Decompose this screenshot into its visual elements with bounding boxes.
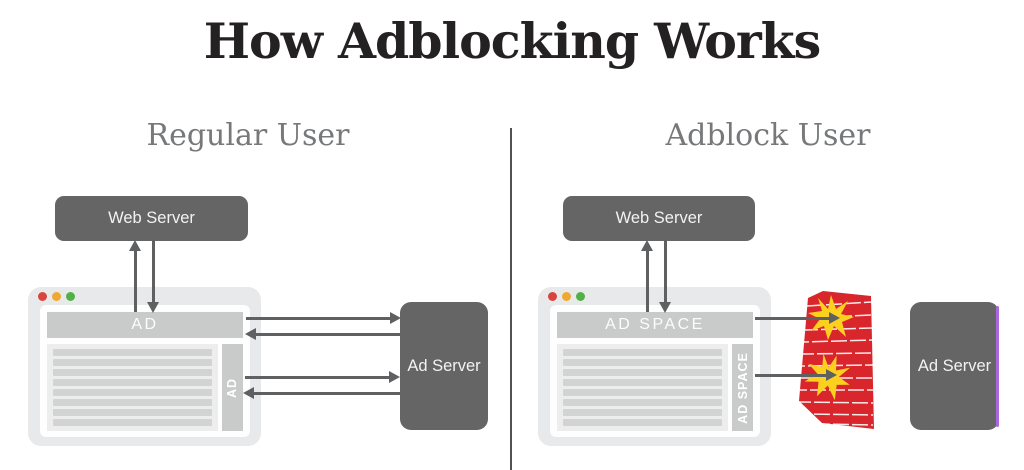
ad-server-purple-edge [996,306,999,427]
ad-server-box-regular: Ad Server [400,302,488,430]
content-line [563,369,722,376]
content-line [563,359,722,366]
content-line [563,389,722,396]
content-line [53,389,212,396]
content-line [563,419,722,426]
page-content-lines [557,344,728,431]
panel-divider [510,128,512,470]
content-line [53,409,212,416]
browser-window-regular: AD AD [28,287,261,446]
arrow-ad-request-top-regular [246,312,401,324]
browser-viewport: AD SPACE AD SPACE [550,305,760,437]
brick-wall-icon [798,291,874,429]
ad-server-box-adblock: Ad Server [910,302,999,430]
page-content-lines [47,344,218,431]
window-dot-red-icon [38,292,47,301]
window-dot-yellow-icon [52,292,61,301]
window-dot-green-icon [576,292,585,301]
regular-user-heading: Regular User [146,118,350,153]
content-line [53,359,212,366]
window-dot-yellow-icon [562,292,571,301]
browser-window-adblock: AD SPACE AD SPACE [538,287,771,446]
content-line [563,349,722,356]
side-ad-space-adblock: AD SPACE [732,344,753,431]
top-ad-banner-regular: AD [47,312,243,338]
side-ad-space-label: AD SPACE [735,351,750,424]
page-title: How Adblocking Works [203,12,821,70]
content-line [53,399,212,406]
content-line [53,369,212,376]
content-line [563,399,722,406]
arrow-request-to-webserver-regular [129,240,141,312]
window-dot-green-icon [66,292,75,301]
arrow-response-to-browser-adblock [659,240,671,313]
side-ad-banner-regular: AD [222,344,243,431]
adblock-user-heading: Adblock User [665,118,871,153]
content-line [563,379,722,386]
web-server-box-regular: Web Server [55,196,248,241]
content-line [53,349,212,356]
top-ad-space-adblock: AD SPACE [557,312,753,338]
web-server-box-adblock: Web Server [563,196,755,241]
arrow-blocked-request-side [755,369,837,381]
browser-viewport: AD AD [40,305,250,437]
arrow-ad-response-top-regular [245,328,400,340]
content-line [563,409,722,416]
arrow-ad-request-side-regular [245,371,400,383]
window-dot-red-icon [548,292,557,301]
arrow-response-to-browser-regular [147,240,159,313]
arrow-request-to-webserver-adblock [641,240,653,312]
arrow-ad-response-side-regular [243,387,400,399]
window-control-dots [548,292,585,301]
window-control-dots [38,292,75,301]
arrow-blocked-request-top [755,312,840,324]
content-line [53,379,212,386]
content-line [53,419,212,426]
side-ad-banner-label: AD [225,377,240,398]
